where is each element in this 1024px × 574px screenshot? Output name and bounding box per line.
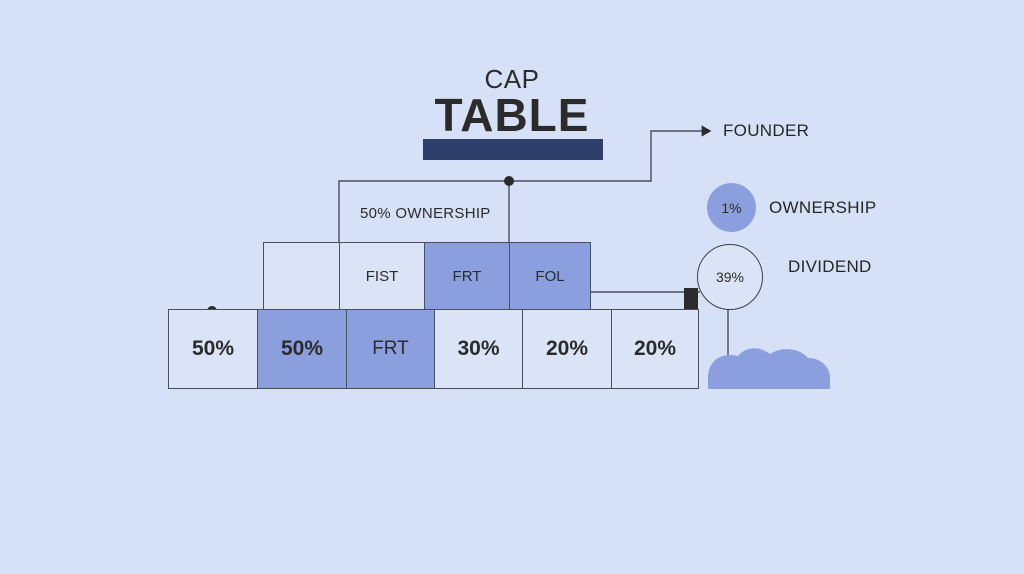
middle-cell-3: FOL: [509, 242, 591, 310]
ownership-row-label: 50% OWNERSHIP: [360, 205, 491, 222]
ownership-frame-line: [338, 125, 712, 244]
middle-cell-2: FRT: [424, 242, 510, 310]
bottom-cell-0: 50%: [168, 309, 258, 389]
title-big: TABLE: [434, 89, 590, 141]
dividend-badge-label: DIVIDEND: [788, 257, 872, 276]
dividend-tab: [684, 288, 698, 310]
ownership-circle: 1%: [707, 183, 756, 232]
bottom-cell-1: 50%: [257, 309, 347, 389]
middle-cell-1: FIST: [339, 242, 425, 310]
bottom-cell-2: FRT: [346, 309, 435, 389]
dividend-circle: 39%: [697, 244, 763, 310]
middle-cell-0: [263, 242, 340, 310]
bottom-cell-5: 20%: [611, 309, 699, 389]
cloud-shape: [708, 348, 830, 389]
bottom-cell-4: 20%: [522, 309, 612, 389]
center-dot: [504, 176, 514, 186]
title-small: CAP: [484, 64, 540, 94]
title-underline-bar: [423, 139, 603, 160]
bottom-cell-3: 30%: [434, 309, 523, 389]
ownership-badge-label: OWNERSHIP: [769, 198, 877, 217]
founder-label: FOUNDER: [723, 121, 810, 140]
